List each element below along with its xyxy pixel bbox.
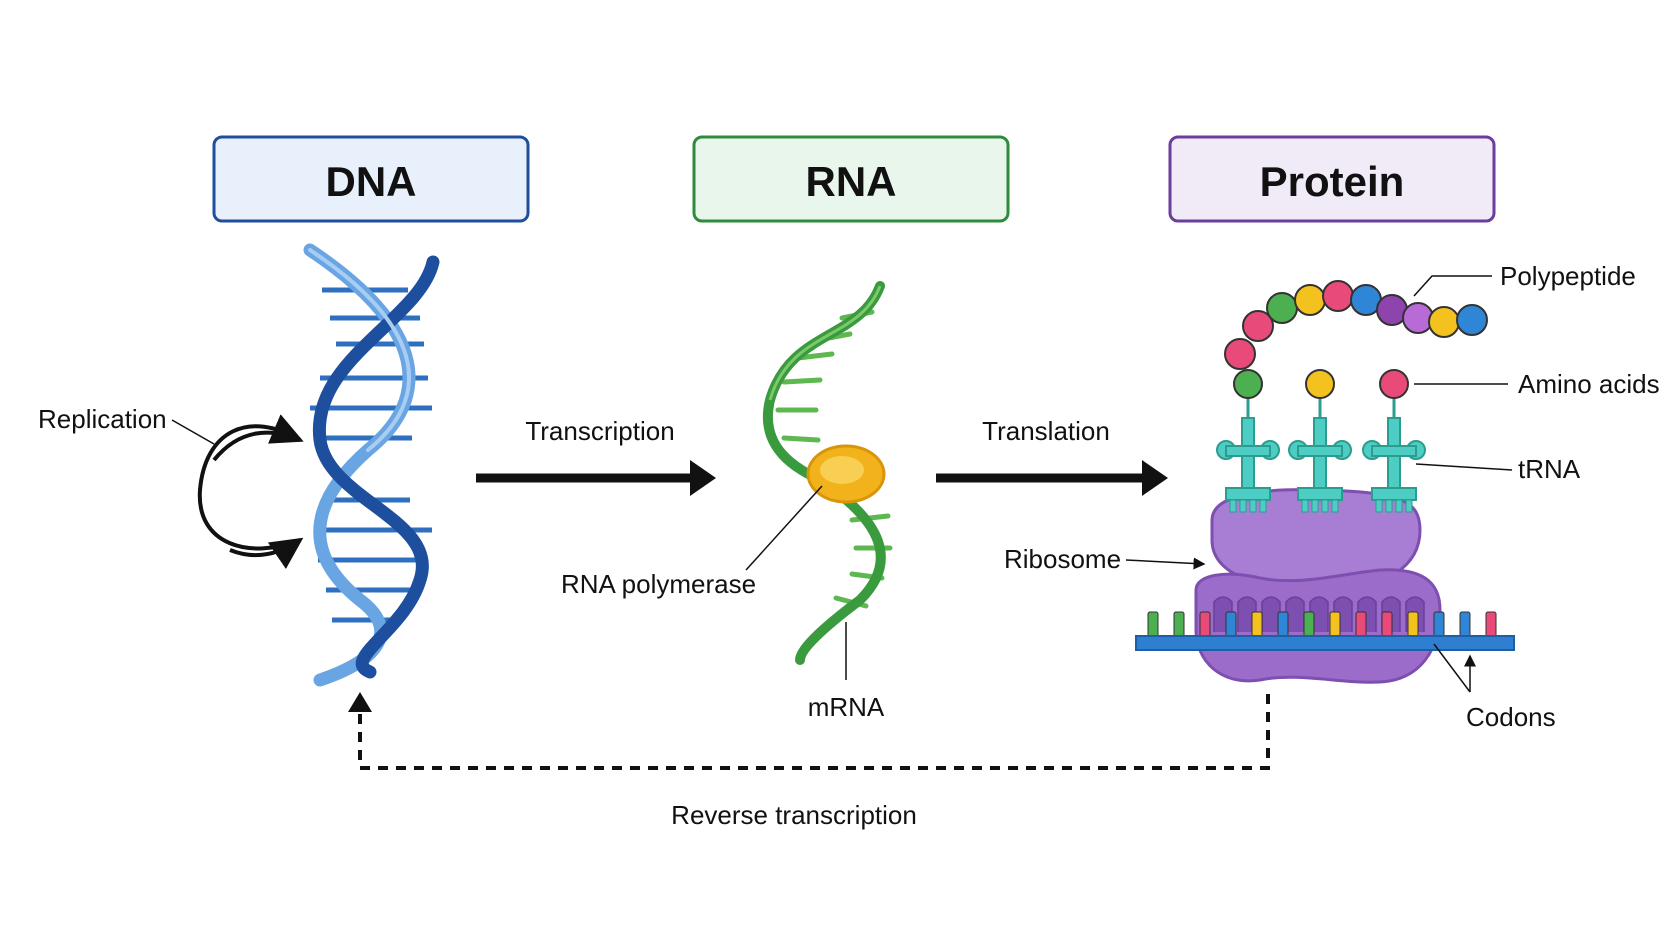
- codon-tick: [1485, 611, 1497, 639]
- dna-header-label: DNA: [326, 158, 417, 205]
- trna-tooth: [1259, 499, 1267, 513]
- rna-polymerase-leader: [745, 485, 823, 571]
- reverse-transcription-label: Reverse transcription: [671, 800, 917, 830]
- codon-tick: [1147, 611, 1159, 639]
- codon-tick: [1355, 611, 1367, 639]
- codon-tick: [1459, 611, 1471, 639]
- polypeptide-chain: [1224, 280, 1488, 370]
- trna-tooth: [1249, 499, 1257, 513]
- ribosome-label: Ribosome: [1004, 544, 1121, 574]
- trna-anticodon: [1225, 487, 1271, 501]
- trna-tooth: [1229, 499, 1237, 513]
- rna-base: [781, 435, 821, 443]
- polypeptide-bead: [1456, 304, 1488, 336]
- codons-label: Codons: [1466, 702, 1556, 732]
- codon-strip: Codons: [1135, 611, 1556, 732]
- rna-strand: RNA polymerase mRNA: [561, 281, 893, 722]
- polypeptide-bead: [1224, 338, 1256, 370]
- rna-header-label: RNA: [806, 158, 897, 205]
- transcription-step: Transcription: [476, 416, 716, 496]
- replication-circle-arrow: [197, 424, 302, 551]
- trna-label: tRNA: [1518, 454, 1581, 484]
- dna-header: DNA: [212, 135, 530, 223]
- trna-tooth: [1239, 499, 1247, 513]
- trna-tooth: [1375, 499, 1383, 513]
- codon-tick: [1329, 611, 1341, 639]
- trna-molecule: [1362, 369, 1426, 513]
- ribosome: Ribosome: [1004, 488, 1442, 684]
- trna-tooth: [1331, 499, 1339, 513]
- trna-tooth: [1321, 499, 1329, 513]
- rna-header: RNA: [692, 135, 1010, 223]
- codon-tick: [1225, 611, 1237, 639]
- ribosome-slot: [1261, 596, 1281, 632]
- codon-tick: [1303, 611, 1315, 639]
- trna-molecules: [1216, 369, 1426, 513]
- polypeptide-bead: [1242, 310, 1274, 342]
- rna-base: [781, 377, 823, 385]
- trna-tooth: [1301, 499, 1309, 513]
- protein-header: Protein: [1168, 135, 1496, 223]
- mrna-label: mRNA: [808, 692, 885, 722]
- trna-anticodon: [1371, 487, 1417, 501]
- polypeptide-bead: [1322, 280, 1354, 312]
- amino-acid-bead: [1379, 369, 1409, 399]
- codon-tick: [1407, 611, 1419, 639]
- translation-label: Translation: [982, 416, 1110, 446]
- codon-tick: [1381, 611, 1393, 639]
- protein-header-label: Protein: [1260, 158, 1405, 205]
- polypeptide-leader: [1413, 275, 1492, 297]
- amino-acid-bead: [1233, 369, 1263, 399]
- reverse-transcription: Reverse transcription: [348, 692, 1270, 830]
- ribosome-slot: [1285, 596, 1305, 632]
- codon-tick: [1251, 611, 1263, 639]
- protein-header-box: [1168, 135, 1496, 223]
- replication-label: Replication: [38, 404, 167, 434]
- amino-acid-bead: [1305, 369, 1335, 399]
- translation-step: Translation: [936, 416, 1168, 496]
- trna-arm: [1225, 445, 1271, 457]
- trna-tooth: [1395, 499, 1403, 513]
- trna-molecule: [1216, 369, 1280, 513]
- mrna-codon-backbone: [1135, 635, 1515, 651]
- replication-loop: Replication: [38, 404, 304, 569]
- rna-header-box: [692, 135, 1010, 223]
- trna-molecule: [1288, 369, 1352, 513]
- trna-tooth: [1311, 499, 1319, 513]
- replication-leader: [171, 419, 215, 445]
- trna-arm: [1297, 445, 1343, 457]
- polypeptide-label: Polypeptide: [1500, 261, 1636, 291]
- transcription-label: Transcription: [525, 416, 674, 446]
- rna-polymerase-label: RNA polymerase: [561, 569, 756, 599]
- polypeptide-bead: [1428, 306, 1460, 338]
- trna-anticodon: [1297, 487, 1343, 501]
- trna-tooth: [1405, 499, 1413, 513]
- trna-leader: [1415, 463, 1513, 471]
- codon-tick: [1277, 611, 1289, 639]
- dna-helix: [303, 243, 440, 687]
- polypeptide-bead: [1266, 292, 1298, 324]
- dna-strand-dark: [312, 255, 440, 679]
- codon-tick: [1199, 611, 1211, 639]
- dna-header-box: [212, 135, 530, 223]
- amino-acids-label: Amino acids: [1518, 369, 1660, 399]
- polypeptide-bead: [1402, 302, 1434, 334]
- trna-tooth: [1385, 499, 1393, 513]
- reverse-transcription-arrow: [358, 694, 1270, 770]
- rna-base: [795, 351, 835, 361]
- polypeptide-bead: [1294, 284, 1326, 316]
- codon-tick: [1173, 611, 1185, 639]
- codon-tick: [1433, 611, 1445, 639]
- trna-arm: [1371, 445, 1417, 457]
- codon-ticks: [1147, 611, 1497, 639]
- ribosome-leader: [1125, 557, 1206, 570]
